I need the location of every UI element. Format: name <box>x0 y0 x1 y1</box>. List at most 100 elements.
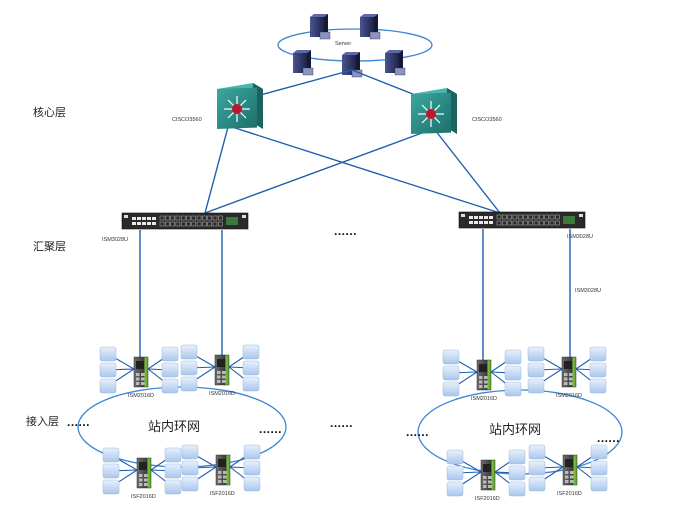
endpoint-device-icon[interactable] <box>508 449 526 465</box>
endpoint-device-icon[interactable] <box>99 346 117 362</box>
endpoint-device-icon[interactable] <box>446 449 464 465</box>
endpoint-device-icon[interactable] <box>181 444 199 460</box>
aggregation-switch-label: ISM3028U <box>102 237 128 243</box>
aggregation-access-links <box>139 229 571 360</box>
server-ring: Server <box>277 14 433 78</box>
access-switch[interactable] <box>480 459 496 491</box>
link-core-left-agg-left <box>204 126 229 214</box>
core-switch-label: CISCO3560 <box>172 117 202 123</box>
endpoint-device-icon[interactable] <box>589 378 607 394</box>
endpoint-device-icon[interactable] <box>242 344 260 360</box>
access-cluster: ISF2016D <box>528 444 608 497</box>
server-ring-label: Server <box>335 41 351 47</box>
endpoint-device-icon[interactable] <box>528 460 546 476</box>
server-icon[interactable] <box>385 50 406 76</box>
endpoint-device-icon[interactable] <box>243 444 261 460</box>
endpoint-device-icon[interactable] <box>589 362 607 378</box>
server-icon[interactable] <box>310 14 331 40</box>
link-core-left-agg-right <box>231 126 501 214</box>
endpoint-device-icon[interactable] <box>504 349 522 365</box>
core-switch-icon <box>418 101 444 127</box>
access-switch-label: ISF2016D <box>131 494 156 500</box>
access-cluster: ISM2016D <box>99 346 179 399</box>
endpoint-device-icon[interactable] <box>161 362 179 378</box>
access-layer-label: 接入层 <box>26 415 59 428</box>
endpoint-device-icon[interactable] <box>504 365 522 381</box>
access-cluster: ISF2016D <box>181 444 261 497</box>
endpoint-device-icon[interactable] <box>242 376 260 392</box>
core-switch-icon <box>224 96 250 122</box>
access-cluster: ISF2016D <box>446 449 526 502</box>
endpoint-device-icon[interactable] <box>164 447 182 463</box>
access-switch-label: ISF2016D <box>557 491 582 497</box>
endpoint-device-icon[interactable] <box>590 476 608 492</box>
endpoint-device-icon[interactable] <box>446 465 464 481</box>
endpoint-device-icon[interactable] <box>528 476 546 492</box>
core-switch-label: CISCO3560 <box>472 117 502 123</box>
access-cluster: ISM2016D <box>442 349 522 402</box>
core-layer-label: 核心层 <box>33 105 66 119</box>
endpoint-device-icon[interactable] <box>589 346 607 362</box>
access-switch[interactable] <box>476 359 492 391</box>
endpoint-device-icon[interactable] <box>180 360 198 376</box>
endpoint-device-icon[interactable] <box>442 349 460 365</box>
link-core-right-agg-right <box>434 129 501 214</box>
endpoint-device-icon[interactable] <box>528 444 546 460</box>
endpoint-device-icon[interactable] <box>527 346 545 362</box>
endpoint-device-icon[interactable] <box>164 479 182 495</box>
server-icon[interactable] <box>293 50 314 76</box>
access-ring-title: 站内环网 <box>489 422 541 438</box>
endpoint-device-icon[interactable] <box>590 444 608 460</box>
aggregation-layer-label: 汇聚层 <box>33 240 66 253</box>
access-switch-label: ISF2016D <box>475 496 500 502</box>
endpoint-device-icon[interactable] <box>527 362 545 378</box>
access-switch-label: ISM2016D <box>471 396 497 402</box>
core-switch[interactable]: CISCO3560 <box>411 88 502 134</box>
endpoint-device-icon[interactable] <box>181 476 199 492</box>
access-switch-label: ISM2016D <box>128 393 154 399</box>
endpoint-device-icon[interactable] <box>164 463 182 479</box>
access-ring-ellipsis: ...... <box>259 422 282 436</box>
access-cluster: ISM2016D <box>180 344 260 397</box>
aggregation-switch[interactable]: ISM3028U <box>458 211 593 240</box>
access-switch[interactable] <box>214 354 230 386</box>
endpoint-device-icon[interactable] <box>99 378 117 394</box>
link-core-right-agg-left <box>204 129 431 214</box>
endpoint-device-icon[interactable] <box>243 476 261 492</box>
endpoint-device-icon[interactable] <box>527 378 545 394</box>
access-switch[interactable] <box>561 356 577 388</box>
endpoint-device-icon[interactable] <box>442 365 460 381</box>
access-ring-ellipsis: ...... <box>406 425 429 439</box>
endpoint-device-icon[interactable] <box>181 460 199 476</box>
access-switch[interactable] <box>136 457 152 489</box>
core-switch[interactable]: CISCO3560 <box>172 83 263 129</box>
endpoint-device-icon[interactable] <box>504 381 522 397</box>
endpoint-device-icon[interactable] <box>508 465 526 481</box>
access-ring-ellipsis: ...... <box>597 431 620 445</box>
server-icon[interactable] <box>360 14 381 40</box>
aggregation-ellipsis: ...... <box>334 224 357 238</box>
endpoint-device-icon[interactable] <box>590 460 608 476</box>
access-ring-title: 站内环网 <box>148 419 200 435</box>
endpoint-device-icon[interactable] <box>102 447 120 463</box>
access-switch-label: ISF2016D <box>210 491 235 497</box>
aggregation-switch[interactable]: ISM3028U <box>102 212 249 243</box>
endpoint-device-icon[interactable] <box>180 344 198 360</box>
endpoint-device-icon[interactable] <box>446 481 464 497</box>
endpoint-device-icon[interactable] <box>442 381 460 397</box>
endpoint-device-icon[interactable] <box>102 463 120 479</box>
endpoint-device-icon[interactable] <box>161 378 179 394</box>
access-switch[interactable] <box>133 356 149 388</box>
endpoint-device-icon[interactable] <box>180 376 198 392</box>
endpoint-device-icon[interactable] <box>508 481 526 497</box>
endpoint-device-icon[interactable] <box>243 460 261 476</box>
aggregation-switch-label: ISM3028U <box>567 234 593 240</box>
access-switch[interactable] <box>215 454 231 486</box>
endpoint-device-icon[interactable] <box>242 360 260 376</box>
endpoint-device-icon[interactable] <box>161 346 179 362</box>
access-switch[interactable] <box>562 454 578 486</box>
aggregation-uplink-label: ISM3028U <box>575 288 601 294</box>
endpoint-device-icon[interactable] <box>99 362 117 378</box>
endpoint-device-icon[interactable] <box>102 479 120 495</box>
